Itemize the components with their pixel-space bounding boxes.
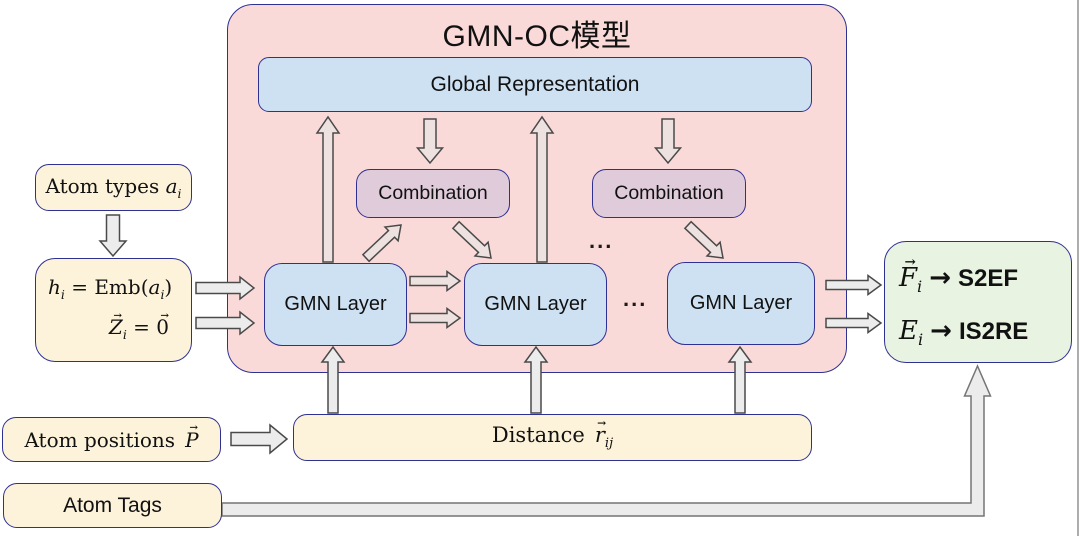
- is2re-task-label: IS2RE: [958, 318, 1029, 346]
- atom-types-label: Atom types ai: [45, 174, 182, 201]
- combination-box-1: Combination: [356, 169, 510, 218]
- arrow-gmn1-to-global: [315, 115, 341, 263]
- slide-right-edge: [1077, 0, 1079, 536]
- embedding-equation: hi = Emb(ai): [48, 275, 173, 302]
- arrow-atomtags-to-output: [221, 364, 992, 517]
- arrow-embedding-to-gmn1-top: [195, 275, 256, 301]
- arrow-positions-to-distance: [230, 423, 289, 455]
- distance-box: Distance→rij: [293, 414, 812, 461]
- combination-2-label: Combination: [614, 182, 724, 204]
- model-title: GMN-OC模型: [442, 20, 632, 53]
- arrow-atomtypes-to-embedding: [98, 214, 128, 258]
- output-tasks-box: →Fi→S2EF Ei→IS2RE: [884, 241, 1072, 363]
- atom-positions-label: Atom positions→P: [24, 421, 199, 452]
- maps-to-arrow: →: [930, 316, 952, 347]
- gmn-layer-box-3: GMN Layer: [667, 262, 815, 345]
- ellipsis-omitted-blocks-top: ...: [589, 228, 614, 253]
- arrow-distance-to-gmn1: [320, 345, 346, 414]
- vector-arrow: →: [113, 308, 122, 321]
- gmn-layer-2-label: GMN Layer: [484, 293, 587, 315]
- arrow-gmn1-to-gmn2-bot: [409, 307, 462, 329]
- arrow-gmn3-to-output-top: [825, 274, 883, 296]
- atom-tags-label: Atom Tags: [63, 493, 162, 517]
- arrow-gmn2-to-global: [529, 115, 555, 263]
- arrow-comb1-to-gmn2: [451, 220, 492, 259]
- gmn-layer-3-label: GMN Layer: [689, 292, 793, 314]
- force-output-line: →Fi→S2EF: [899, 254, 1071, 309]
- arrow-gmn1-to-gmn2-top: [409, 270, 462, 292]
- gmn-layer-1-label: GMN Layer: [284, 293, 387, 315]
- global-representation-label: Global Representation: [430, 72, 640, 96]
- arrow-comb2-to-gmn3: [683, 220, 724, 259]
- gmn-layer-box-2: GMN Layer: [464, 263, 607, 346]
- zero-vector-equation: →Zi = →0: [108, 308, 169, 342]
- vector-arrow: →: [904, 254, 916, 270]
- s2ef-task-label: S2EF: [958, 265, 1019, 292]
- arrow-distance-to-gmn2: [523, 345, 549, 414]
- vector-arrow: →: [189, 421, 198, 434]
- arrow-global-to-comb1: [415, 118, 445, 165]
- vector-arrow: →: [159, 308, 169, 321]
- atom-positions-box: Atom positions→P: [2, 417, 221, 462]
- gmn-layer-box-1: GMN Layer: [264, 263, 407, 346]
- distance-label: Distance→rij: [491, 416, 614, 452]
- maps-to-arrow: →: [929, 263, 951, 293]
- arrow-gmn3-to-output-bot: [825, 312, 883, 334]
- arrow-global-to-comb2: [653, 118, 683, 165]
- arrow-embedding-to-gmn1-bot: [195, 310, 256, 336]
- global-representation-box: Global Representation: [258, 57, 812, 112]
- arrow-distance-to-gmn3: [727, 345, 753, 414]
- vector-arrow: →: [597, 416, 607, 430]
- embedding-box: hi = Emb(ai) →Zi = →0: [35, 258, 192, 362]
- arrow-gmn1-to-comb1: [361, 224, 402, 263]
- ellipsis-omitted-layers: ...: [623, 286, 648, 311]
- combination-box-2: Combination: [592, 169, 746, 218]
- combination-1-label: Combination: [378, 182, 488, 204]
- atom-types-box: Atom types ai: [35, 164, 192, 211]
- atom-tags-box: Atom Tags: [3, 483, 222, 528]
- energy-output-line: Ei→IS2RE: [899, 316, 1029, 350]
